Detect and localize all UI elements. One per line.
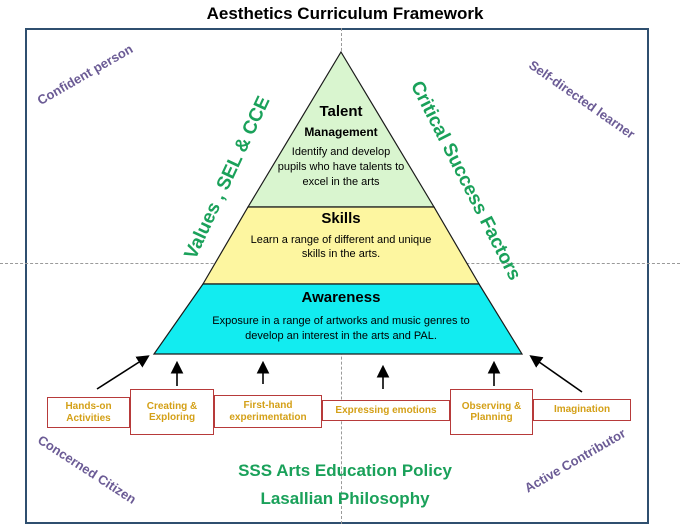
approach-box-imagination: Imagination [533, 399, 631, 421]
framework-frame [25, 28, 649, 524]
talent-description: Identify and develop pupils who have tal… [277, 146, 405, 188]
approach-box-first-hand: First-hand experimentation [214, 395, 322, 428]
arrow-imagination [529, 355, 583, 393]
approach-box-expressing-emotions: Expressing emotions [322, 400, 450, 421]
awareness-description: Exposure in a range of artworks and musi… [212, 315, 470, 342]
awareness-heading: Awareness [301, 289, 381, 306]
skills-description: Learn a range of different and unique sk… [250, 234, 432, 260]
approach-box-observing-planning: Observing & Planning [450, 389, 533, 435]
approach-box-creating-exploring: Creating & Exploring [130, 389, 214, 435]
skills-heading: Skills [321, 210, 361, 227]
arts-education-policy: SSS Arts Education Policy [238, 461, 452, 480]
talent-heading: Talent [319, 103, 363, 120]
arrow-hands-on [96, 355, 150, 390]
lasallian-philosophy: Lasallian Philosophy [260, 489, 430, 508]
diagram-title: Aesthetics Curriculum Framework [206, 4, 484, 23]
talent-subheading: Management [304, 125, 378, 139]
awareness-tier [152, 283, 524, 355]
approach-box-hands-on: Hands-on Activities [47, 397, 130, 428]
